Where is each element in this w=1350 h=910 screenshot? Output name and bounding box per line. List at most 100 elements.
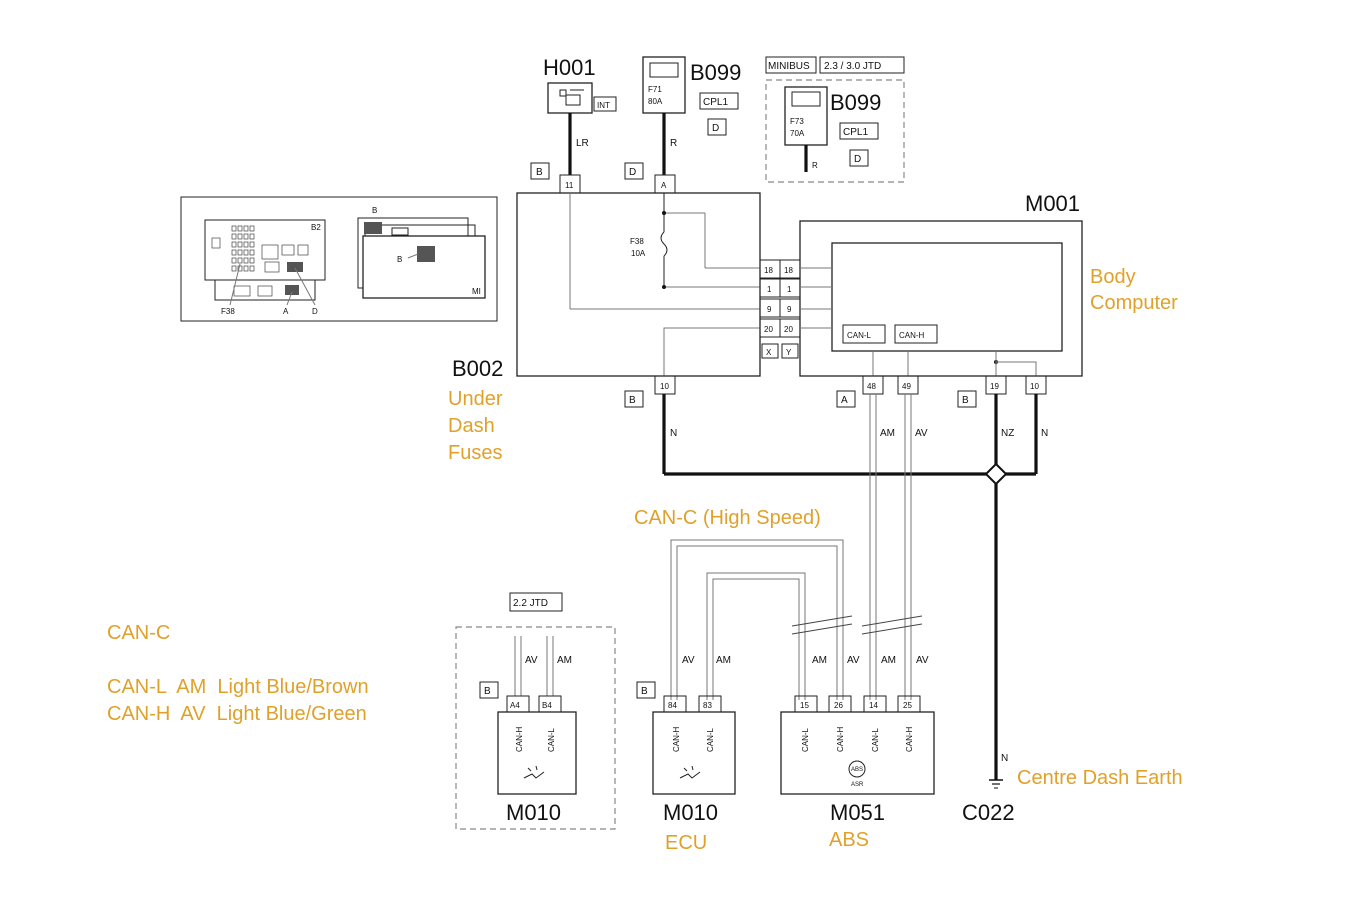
m001-pin-10: 10 [1030,382,1039,391]
c022-code: C022 [962,800,1015,825]
m051-wire-am-1: AM [812,655,827,666]
annotation-can-c-high: CAN-C (High Speed) [634,507,821,529]
annotation-under-dash-3: Fuses [448,442,502,464]
m001-can-l: CAN-L [847,331,872,340]
m010-alt-variant-label: 2.2 JTD [513,598,548,609]
b002-code: B002 [452,356,503,381]
m051-sub: ASR [851,782,864,788]
inset-m1-label: MI [472,287,481,296]
b002-pin-9: 9 [767,305,772,314]
b002-pin-18: 18 [764,266,773,275]
b099-alt-variant-b: 2.3 / 3.0 JTD [824,61,881,72]
m010-alt-can-h: CAN-H [515,726,524,752]
m051-pin-14: 14 [869,701,878,710]
c022-earth: N C022 [962,753,1015,825]
b002-pin-10: 10 [660,382,669,391]
m051-wire-av-1: AV [847,655,860,666]
b002-conn-b-label: B [536,167,543,178]
m010-alt-can-l: CAN-L [547,727,556,752]
injector-icon [523,765,545,779]
c022-wire: N [1001,753,1008,764]
m010-conn: B [641,686,648,697]
m001-code: M001 [1025,191,1080,216]
annotation-body-computer-2: Computer [1090,292,1178,314]
m001-wire-nz: NZ [1001,428,1014,439]
m010-pin-84: 84 [668,701,677,710]
m001-pin-48: 48 [867,382,876,391]
b002-pin-1: 1 [767,285,772,294]
m051-pin-15: 15 [800,701,809,710]
m010-alt-wire-av: AV [525,655,538,666]
b099-battery: B099 F71 80A CPL1 D R [642,56,741,175]
m010-pin-83: 83 [703,701,712,710]
m010-code: M010 [663,800,718,825]
inset-d-label: D [312,307,318,316]
annotation-under-dash-2: Dash [448,415,495,437]
m010-alt-variant: 2.2 JTD AV AM B A4 B4 CAN-H CAN-L M010 [455,592,616,830]
annotation-body-computer-1: Body [1090,266,1136,288]
b099-alt-code: B099 [830,90,881,115]
b099-alt-ref: CPL1 [843,127,868,138]
m001-can-h: CAN-H [899,331,925,340]
b002-pin-a: A [661,181,667,190]
annotations: Body Computer Under Dash Fuses CAN-C (Hi… [107,266,1183,854]
b099-alt-variant-a: MINIBUS [768,61,810,72]
m001-wire-am: AM [880,428,895,439]
b002-gnd-wire: N [670,428,677,439]
b099-wire: R [670,138,677,149]
ground-bus [664,394,1038,780]
annotation-under-dash-1: Under [448,388,503,410]
b099-alt-fuse: F73 [790,117,804,126]
legend-can-l: CAN-L AM Light Blue/Brown [107,676,369,698]
m051-wire-am-2: AM [881,655,896,666]
inset-a-label: A [283,307,289,316]
m001-pin-20: 20 [784,325,793,334]
m010-wire-av: AV [682,655,695,666]
m010-can-l: CAN-L [706,727,715,752]
abs-icon [848,760,866,778]
m051-label-4: CAN-H [905,726,914,752]
m051-pin-25: 25 [903,701,912,710]
m010-can-h: CAN-H [672,726,681,752]
m051-label-2: CAN-H [836,726,845,752]
b002-under-dash-fuses: B 11 D A F38 10A 18 1 9 20 X B002 10 B [452,162,781,474]
m001-tag-y: Y [786,348,792,357]
m051-abs: AM AV AM AV 15 26 14 25 CAN-L CAN-H CAN-… [780,655,935,825]
b099-sub: D [712,123,719,134]
b002-conn-d-label: D [629,167,636,178]
annotation-abs: ABS [829,829,869,851]
annotation-ecu: ECU [665,832,707,854]
b099-alt-wire: R [812,161,818,170]
b002-pin-20: 20 [764,325,773,334]
h001-wire: LR [576,138,589,149]
m010-alt-pin-b4: B4 [542,701,552,710]
m051-logo: ABS [851,767,863,773]
m051-label-1: CAN-L [801,727,810,752]
h001-code: H001 [543,55,596,80]
inset-f38-label: F38 [221,307,235,316]
can-bus-wires [670,394,923,700]
m010-ecu: AV AM B 84 83 CAN-H CAN-L M010 [636,655,736,825]
m010-alt-conn: B [484,686,491,697]
b099-code: B099 [690,60,741,85]
b002-gnd-conn: B [629,395,636,406]
m010-wire-am: AM [716,655,731,666]
m051-wire-av-2: AV [916,655,929,666]
b099-alt-variant: MINIBUS 2.3 / 3.0 JTD B099 F73 70A CPL1 … [765,56,905,183]
m051-label-3: CAN-L [871,727,880,752]
b002-tag-x: X [766,348,772,357]
m001-wire-n: N [1041,428,1048,439]
m001-body-computer: M001 18 1 9 20 Y CAN-L CAN-H 48 49 19 10… [779,191,1083,439]
m001-bus-conn: A [841,395,848,406]
b099-alt-sub: D [854,154,861,165]
location-inset: B2 F38 A D B B MI [180,196,498,322]
m001-wire-av: AV [915,428,928,439]
h001-tag: INT [597,101,610,110]
legend-title: CAN-C [107,622,170,644]
annotation-earth: Centre Dash Earth [1017,767,1183,789]
b002-fuse-code: F38 [630,237,644,246]
m001-pin-49: 49 [902,382,911,391]
h001-switch: H001 INT LR [543,55,617,175]
m001-pin-1: 1 [787,285,792,294]
